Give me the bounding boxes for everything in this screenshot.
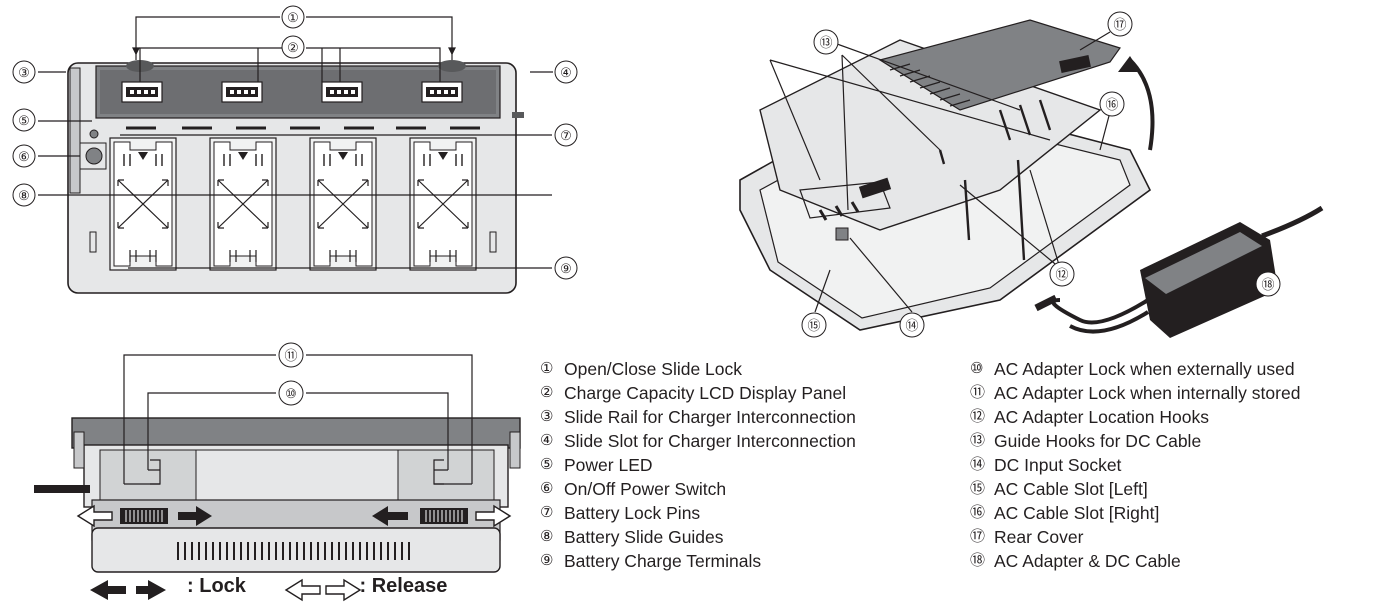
hooks [938,99,1052,261]
rear-view [739,19,1155,331]
svg-text:②: ② [287,40,299,55]
svg-text:⑪: ⑪ [284,348,297,363]
svg-text:⑤: ⑤ [18,113,30,128]
adapter-lock-right[interactable] [420,508,468,524]
lock-arrow-left-icon [372,506,408,526]
callout-18: ⑱ [1255,271,1281,297]
svg-text:⑦: ⑦ [560,128,572,143]
release-key-left-icon [284,578,321,602]
callout-3: ③ [12,60,36,84]
slide-slot [512,112,524,118]
callout-2: ② [281,35,305,59]
svg-text:③: ③ [18,65,30,80]
callout-4: ④ [554,60,578,84]
callout-16: ⑯ [1099,91,1125,117]
release-arrow-right-icon [475,504,512,528]
callout-6: ⑥ [12,144,36,168]
svg-text:⑯: ⑯ [1105,97,1118,112]
battery-slot-2[interactable] [209,137,277,271]
svg-text:⑩: ⑩ [285,386,297,401]
key-separator-release: : [359,575,367,597]
ac-adapter [1034,205,1324,338]
callout-9: ⑨ [554,256,578,280]
svg-text:①: ① [287,10,299,25]
dc-input-socket [835,227,849,241]
svg-text:⑫: ⑫ [1055,267,1068,282]
callout-12: ⑫ [1049,261,1075,287]
callout-10: ⑩ [278,380,304,406]
callout-1: ① [281,5,305,29]
svg-text:⑭: ⑭ [905,318,918,333]
svg-text:④: ④ [560,65,572,80]
key-lock-label: Lock [199,575,246,597]
lock-arrow-right-icon [178,506,212,526]
callout-14: ⑭ [899,312,925,338]
front-view [67,60,524,294]
charger-body [67,62,517,294]
lcd-display-2 [221,81,263,103]
battery-slot-3[interactable] [309,137,377,271]
adapter-lock-left[interactable] [120,508,168,524]
svg-text:⑮: ⑮ [807,318,820,333]
power-switch[interactable] [85,147,103,165]
slide-rail [69,67,81,194]
rear-cover[interactable] [878,19,1121,111]
bottom-view [34,417,521,573]
release-arrow-left-icon [76,504,113,528]
key-separator-lock: : [187,575,194,597]
lock-release-key: : Lock : Release [85,575,447,598]
callout-17: ⑰ [1107,11,1133,37]
svg-text:⑨: ⑨ [560,261,572,276]
callout-5: ⑤ [12,108,36,132]
callout-8: ⑧ [12,183,36,207]
callout-13: ⑬ [813,29,839,55]
svg-text:⑱: ⑱ [1261,277,1274,292]
lcd-display-1 [121,81,163,103]
svg-text:⑧: ⑧ [18,188,30,203]
svg-text:⑥: ⑥ [18,149,30,164]
callout-15: ⑮ [801,312,827,338]
vent-slots [177,542,410,560]
callout-11: ⑪ [278,342,304,368]
lcd-display-3 [321,81,363,103]
slide-lock-right[interactable] [438,60,466,72]
lock-key-right-icon [90,580,126,600]
battery-slot-4[interactable] [409,137,477,271]
svg-text:⑬: ⑬ [819,35,832,50]
callout-7: ⑦ [554,123,578,147]
battery-slot-1[interactable] [109,137,177,271]
svg-text:⑰: ⑰ [1113,17,1126,32]
power-led [89,129,99,139]
lcd-display-4 [421,81,463,103]
release-key-right-icon [325,578,362,602]
key-release-label: Release [371,575,448,597]
callouts: ① ② ③ ④ ⑤ ⑥ ⑦ ⑧ ⑨ ⑪ ⑩ ⑬ ⑰ ⑯ ⑫ ⑱ ⑮ ⑭ [12,5,1281,406]
